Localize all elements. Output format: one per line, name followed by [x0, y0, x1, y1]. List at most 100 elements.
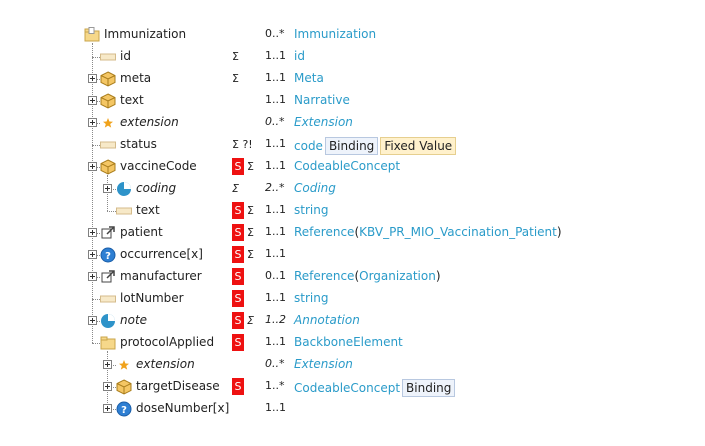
- type-link[interactable]: id: [294, 49, 305, 63]
- must-support-flag: S: [232, 334, 244, 351]
- expand-toggle[interactable]: [103, 404, 112, 413]
- binding-badge[interactable]: Binding: [402, 379, 456, 397]
- element-name[interactable]: text: [136, 203, 160, 217]
- cardinality: 1..1: [265, 71, 286, 84]
- svg-text:?: ?: [105, 251, 111, 262]
- element-name[interactable]: extension: [136, 357, 195, 371]
- expand-toggle[interactable]: [88, 96, 97, 105]
- expand-toggle[interactable]: [88, 316, 97, 325]
- element-name[interactable]: manufacturer: [120, 269, 202, 283]
- element-name[interactable]: note: [120, 313, 148, 327]
- element-name[interactable]: id: [120, 49, 131, 63]
- expand-toggle[interactable]: [88, 162, 97, 171]
- type-cell: Narrative: [294, 93, 350, 107]
- binding-badge[interactable]: Binding: [324, 137, 379, 155]
- element-name[interactable]: coding: [136, 181, 177, 195]
- element-name[interactable]: doseNumber[x]: [136, 401, 230, 415]
- type-link[interactable]: string: [294, 291, 329, 305]
- type-cell: Coding: [294, 181, 336, 195]
- expand-toggle[interactable]: [88, 228, 97, 237]
- fixed-value-badge[interactable]: Fixed Value: [380, 137, 457, 155]
- expand-toggle[interactable]: [88, 272, 97, 281]
- type-link[interactable]: Coding: [294, 181, 336, 195]
- type-link[interactable]: CodeableConcept: [294, 381, 401, 395]
- element-name[interactable]: status: [120, 137, 157, 151]
- element-name[interactable]: protocolApplied: [120, 335, 215, 349]
- cardinality: 1..*: [265, 379, 285, 392]
- reference-target-link[interactable]: Organization: [359, 269, 436, 283]
- must-support-flag: S: [232, 202, 244, 219]
- expand-toggle[interactable]: [103, 360, 112, 369]
- type-link[interactable]: Reference: [294, 225, 355, 239]
- type-link[interactable]: string: [294, 203, 329, 217]
- paren-close: ): [556, 225, 562, 239]
- primitive-icon: [116, 203, 132, 219]
- expand-toggle[interactable]: [103, 382, 112, 391]
- flags-cell: S: [232, 268, 244, 286]
- type-link[interactable]: BackboneElement: [294, 335, 403, 349]
- type-link[interactable]: Meta: [294, 71, 324, 85]
- flags-cell: Σ: [232, 48, 239, 66]
- element-name[interactable]: targetDisease: [136, 379, 220, 393]
- element-name[interactable]: lotNumber: [120, 291, 184, 305]
- paren-close: ): [435, 269, 441, 283]
- expand-toggle[interactable]: [88, 118, 97, 127]
- element-name[interactable]: extension: [120, 115, 179, 129]
- tree-row[interactable]: ?doseNumber[x]1..1: [0, 398, 705, 420]
- type-link[interactable]: Narrative: [294, 93, 350, 107]
- summary-flag: Σ ?!: [232, 138, 253, 151]
- type-link[interactable]: CodeableConcept: [294, 159, 401, 173]
- element-name[interactable]: vaccineCode: [120, 159, 197, 173]
- type-link[interactable]: Reference: [294, 269, 355, 283]
- type-link[interactable]: code: [294, 139, 323, 153]
- must-support-flag: S: [232, 224, 244, 241]
- flags-cell: Σ: [232, 180, 239, 198]
- type-cell: Immunization: [294, 27, 376, 41]
- element-name[interactable]: patient: [120, 225, 163, 239]
- element-name[interactable]: text: [120, 93, 144, 107]
- type-link[interactable]: Extension: [294, 115, 353, 129]
- type-link[interactable]: Extension: [294, 357, 353, 371]
- backbone-folder-icon: [100, 335, 116, 351]
- element-name[interactable]: occurrence[x]: [120, 247, 203, 261]
- flags-cell: S: [232, 290, 244, 308]
- cube-icon: [100, 159, 116, 175]
- expand-toggle[interactable]: [88, 250, 97, 259]
- type-link[interactable]: Immunization: [294, 27, 377, 41]
- type-link[interactable]: Annotation: [294, 313, 360, 327]
- element-name[interactable]: Immunization: [104, 27, 187, 41]
- expand-toggle[interactable]: [103, 184, 112, 193]
- summary-flag: Σ: [247, 248, 254, 261]
- expand-toggle[interactable]: [88, 74, 97, 83]
- summary-flag: Σ: [232, 182, 239, 195]
- type-cell: Reference(KBV_PR_MIO_Vaccination_Patient…: [294, 225, 562, 239]
- tree-connector: [92, 343, 100, 344]
- tree-connector: [92, 145, 100, 146]
- element-name[interactable]: meta: [120, 71, 152, 85]
- must-support-flag: S: [232, 246, 244, 263]
- reference-target-link[interactable]: KBV_PR_MIO_Vaccination_Patient: [359, 225, 557, 239]
- cardinality: 1..1: [265, 203, 286, 216]
- primitive-icon: [100, 49, 116, 65]
- cardinality: 1..1: [265, 247, 286, 260]
